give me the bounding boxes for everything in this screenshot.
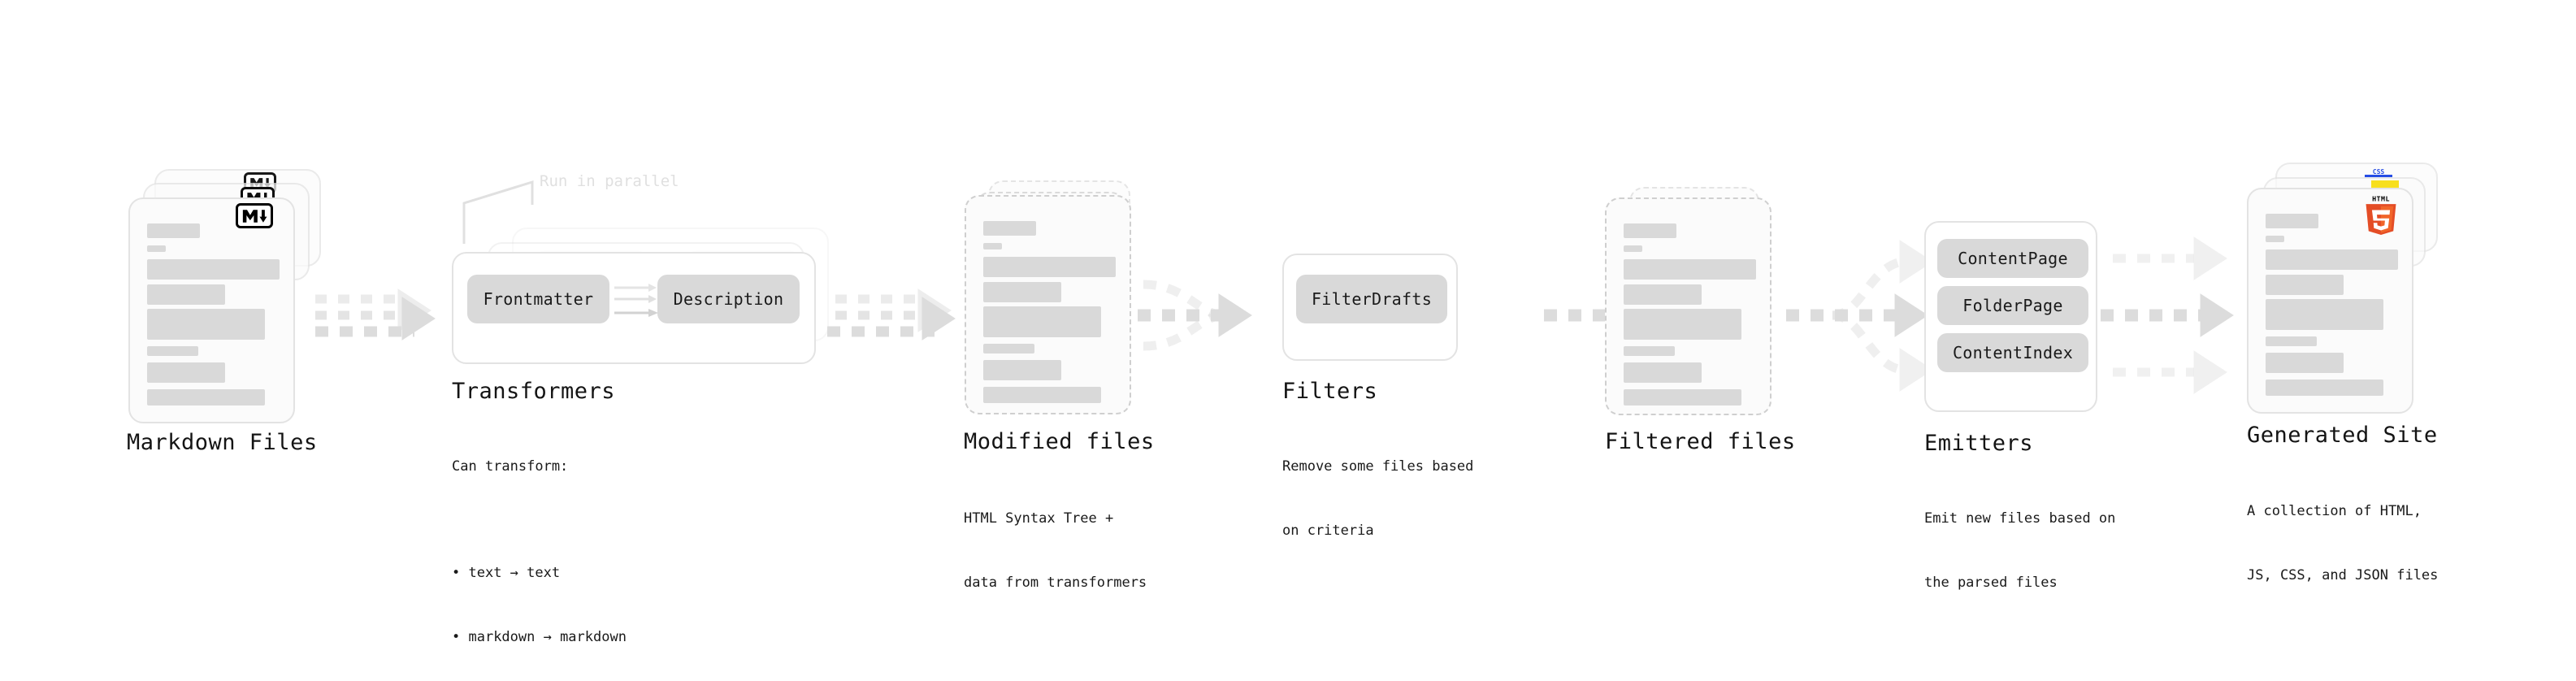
generated-caption: A collection of HTML, JS, CSS, and JSON … — [2247, 458, 2438, 629]
card-bar — [2266, 214, 2318, 228]
modified-caption: HTML Syntax Tree + data from transformer… — [964, 465, 1147, 636]
card-bar — [983, 360, 1061, 380]
stage-title-filters: Filters — [1282, 379, 1378, 404]
card-bar — [983, 344, 1034, 354]
card-bar — [983, 387, 1101, 403]
stage-title-emitters: Emitters — [1924, 431, 2034, 456]
card-bar — [147, 259, 280, 280]
markdown-icon — [236, 203, 273, 228]
modified-caption-line: data from transformers — [964, 574, 1147, 591]
svg-text:CSS: CSS — [2373, 168, 2385, 176]
card-bar — [1624, 309, 1741, 340]
css-icon: CSS — [2363, 166, 2394, 177]
emitter-pill-contentpage[interactable]: ContentPage — [1937, 239, 2088, 278]
filters-caption-line: on criteria — [1282, 522, 1374, 539]
svg-text:HTML: HTML — [2372, 194, 2390, 202]
stage-title-markdown: Markdown Files — [127, 430, 318, 455]
card-bar — [983, 221, 1036, 236]
card-bar — [983, 282, 1061, 302]
transformers-caption: Can transform: text → text markdown → ma… — [452, 413, 627, 681]
html5-icon: HTML — [2361, 193, 2400, 237]
transformers-caption-item: markdown → markdown — [452, 627, 626, 648]
card-bar — [983, 306, 1101, 337]
card-bar — [2266, 353, 2344, 373]
card-bar — [1624, 223, 1676, 238]
filters-box: FilterDrafts — [1282, 254, 1458, 361]
card-bar — [147, 309, 265, 340]
emitters-caption-line: the parsed files — [1924, 574, 2058, 591]
stage-title-filtered: Filtered files — [1605, 429, 1796, 454]
markdown-card-front — [128, 197, 295, 423]
arrow-emitters-to-generated — [2101, 236, 2234, 394]
emitter-pill-folderpage[interactable]: FolderPage — [1937, 286, 2088, 325]
card-bar — [2266, 249, 2398, 270]
arrow-markdown-to-transformers — [315, 288, 436, 340]
filters-caption-line: Remove some files based — [1282, 458, 1474, 475]
run-in-parallel-label: Run in parallel — [540, 172, 679, 190]
card-bar — [2266, 236, 2284, 242]
card-bar — [1624, 346, 1675, 356]
stage-title-generated: Generated Site — [2247, 423, 2438, 448]
filter-pill-filterdrafts[interactable]: FilterDrafts — [1296, 275, 1447, 323]
transformers-caption-list: text → text markdown → markdown html → h… — [452, 520, 627, 681]
card-bar — [1624, 389, 1741, 406]
card-bar — [147, 346, 198, 356]
transformer-pill-description[interactable]: Description — [657, 275, 800, 323]
modified-caption-line: HTML Syntax Tree + — [964, 510, 1114, 527]
transformers-caption-item: text → text — [452, 562, 627, 583]
card-bar — [983, 243, 1002, 249]
emitters-box: ContentPage FolderPage ContentIndex — [1924, 221, 2097, 412]
card-bar — [2266, 380, 2383, 396]
card-bar — [983, 257, 1116, 277]
filtered-card-front — [1605, 197, 1772, 415]
filters-caption: Remove some files based on criteria — [1282, 413, 1473, 584]
card-bar — [2266, 275, 2344, 295]
modified-card-front — [965, 195, 1131, 414]
card-bar — [2266, 336, 2317, 346]
card-bar — [1624, 284, 1702, 305]
transformer-pill-frontmatter[interactable]: Frontmatter — [467, 275, 609, 323]
emitters-caption-line: Emit new files based on — [1924, 510, 2116, 527]
arrow-filtered-to-emitters — [1786, 240, 1933, 392]
arrow-transformers-to-modified — [827, 288, 956, 340]
stage-title-transformers: Transformers — [452, 379, 616, 404]
card-bar — [147, 389, 265, 406]
transformers-caption-heading: Can transform: — [452, 458, 569, 475]
emitter-pill-contentindex[interactable]: ContentIndex — [1937, 333, 2088, 372]
transformers-box: Frontmatter Description — [452, 252, 816, 364]
card-bar — [2266, 299, 2383, 330]
card-bar — [147, 223, 200, 238]
emitters-caption: Emit new files based on the parsed files — [1924, 465, 2115, 636]
card-bar — [1624, 259, 1756, 280]
generated-caption-line: A collection of HTML, — [2247, 502, 2422, 519]
card-bar — [1624, 245, 1642, 252]
card-bar — [1624, 362, 1702, 383]
stage-title-modified: Modified files — [964, 429, 1155, 454]
card-bar — [147, 362, 225, 383]
generated-caption-line: JS, CSS, and JSON files — [2247, 566, 2439, 583]
arrow-modified-to-filters — [1138, 280, 1252, 351]
card-bar — [147, 284, 225, 305]
card-bar — [147, 245, 166, 252]
